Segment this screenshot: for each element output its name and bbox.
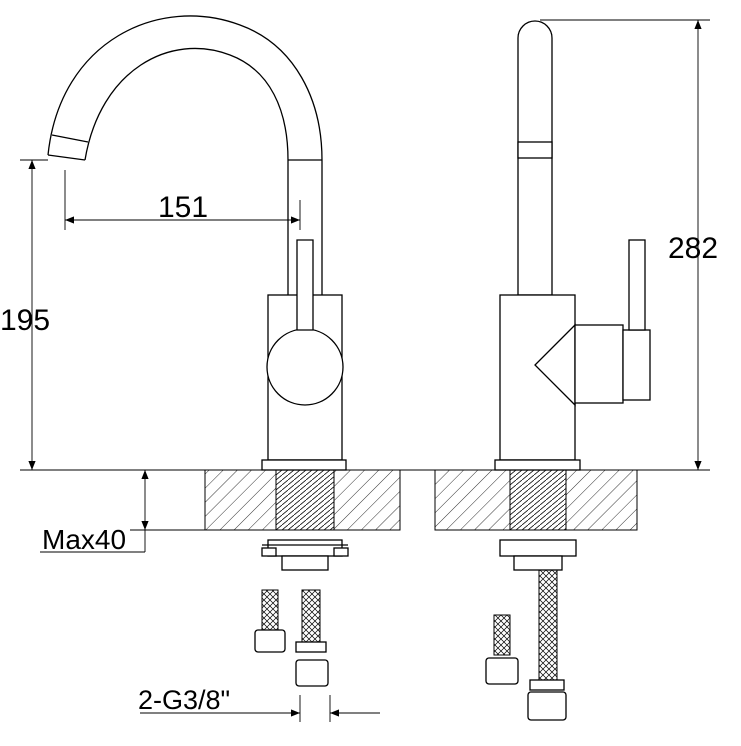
- hose-nut: [527, 691, 567, 721]
- dimension-total-height: 282: [540, 19, 718, 471]
- dim-label-151: 151: [158, 191, 208, 224]
- base-ring: [261, 459, 347, 471]
- hose: [538, 569, 558, 681]
- dimension-reach: 151: [64, 170, 301, 230]
- side-view: [434, 20, 651, 721]
- handle-hub: [266, 328, 344, 406]
- dimension-spout-height: 195: [0, 159, 640, 471]
- dim-label-connection: 2-G3/8": [138, 685, 230, 715]
- base-ring: [494, 459, 581, 471]
- dim-label-max40: Max40: [42, 524, 126, 555]
- dimension-connection: 2-G3/8": [138, 685, 380, 722]
- dim-label-195: 195: [0, 304, 50, 337]
- lever-handle: [296, 239, 314, 331]
- spout: [47, 15, 323, 295]
- hose: [261, 589, 279, 631]
- front-view: [47, 15, 401, 687]
- handle-cap: [622, 329, 651, 401]
- dim-label-282: 282: [668, 232, 718, 265]
- lever-handle: [628, 239, 646, 331]
- hose-nut: [485, 657, 519, 685]
- threaded-shank: [275, 469, 335, 531]
- threaded-shank: [509, 469, 567, 531]
- hose: [301, 589, 321, 643]
- hose-nut: [295, 659, 329, 687]
- hose-nut: [254, 629, 286, 653]
- hose: [493, 614, 511, 656]
- dimension-max-counter: Max40: [40, 470, 205, 555]
